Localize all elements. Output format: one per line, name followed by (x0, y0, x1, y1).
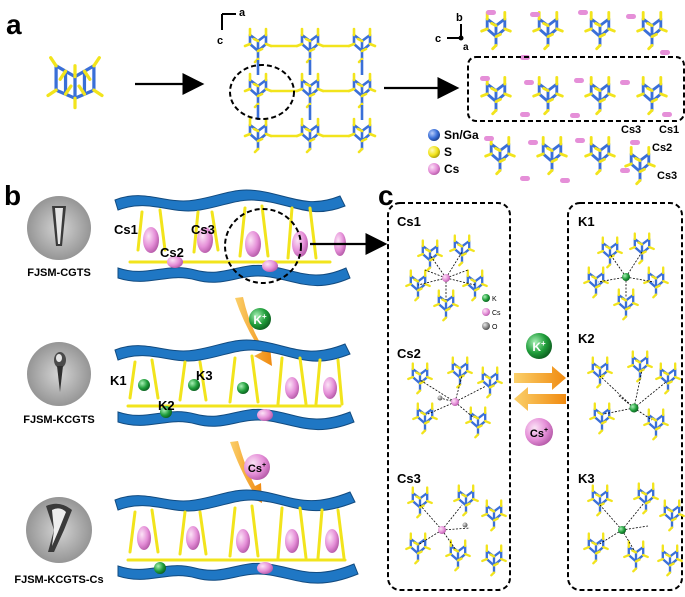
axis-label-a2: a (463, 42, 469, 53)
site-label-cs1: Cs1 (397, 214, 421, 229)
k2-coordination (587, 350, 681, 441)
row1-label-cs3: Cs3 (191, 222, 215, 237)
packing-label-cs1: Cs1 (659, 124, 679, 136)
legend-s: S (444, 145, 452, 159)
row1-label-cs1: Cs1 (114, 222, 138, 237)
k1-coordination (583, 232, 669, 321)
sample-photo-2 (27, 342, 91, 406)
layer-diagram-row1 (114, 189, 351, 287)
row2-label-k2: K2 (158, 398, 175, 413)
axis-label-b: b (456, 12, 463, 24)
ion-k-sphere-b (249, 308, 271, 330)
axis-label-c: c (217, 35, 223, 47)
row1-label-cs2: Cs2 (160, 245, 184, 260)
legend-cs-marker (428, 163, 440, 175)
axis-indicator-cba: c b a (435, 12, 469, 53)
ion-cs-sphere-b (244, 454, 270, 480)
site-label-cs2: Cs2 (397, 346, 421, 361)
highlight-circle-a (229, 64, 295, 120)
cs1-coordination (405, 234, 488, 322)
cs-sites-box (387, 202, 511, 591)
reverse-exchange-arrow (514, 387, 566, 411)
axis-label-a: a (239, 7, 246, 19)
t2-cluster (46, 56, 104, 110)
panel-label-a: a (6, 9, 22, 40)
legend-s-marker (428, 146, 440, 158)
c-legend-cs: Cs (492, 310, 501, 317)
row2-label-k1: K1 (110, 373, 127, 388)
panel-label-b: b (4, 180, 21, 211)
ion-cs-label-b: Cs+ (248, 462, 266, 475)
legend-sn-ga-marker (428, 129, 440, 141)
highlight-circle-b (224, 208, 302, 284)
axis-label-c2: c (435, 33, 441, 45)
ion-cs-label-c: Cs+ (530, 427, 548, 440)
sample-label-3: FJSM-KCGTS-Cs (14, 574, 103, 586)
ion-k-label-b: K+ (253, 312, 267, 327)
k3-coordination (583, 482, 685, 577)
k-sites-box (567, 202, 683, 591)
cs-site-legend: K Cs O (482, 294, 501, 331)
packing-label-cs3a: Cs3 (621, 124, 641, 136)
ion-k-sphere-c (526, 333, 552, 359)
ion-cs-sphere-c (525, 418, 553, 446)
c-legend-o: O (492, 324, 498, 331)
ion-k-label-c: K+ (532, 339, 546, 354)
element-legend: Sn/Ga S Cs (428, 128, 479, 176)
site-label-cs3: Cs3 (397, 471, 421, 486)
sample-photo-3 (26, 497, 92, 563)
c-legend-k: K (492, 296, 497, 303)
site-label-k2: K2 (578, 331, 595, 346)
cs3-coordination (405, 484, 507, 577)
site-label-k3: K3 (578, 471, 595, 486)
layer-diagram-row2 (114, 339, 355, 431)
axis-indicator-ac: a c (217, 7, 246, 47)
packing-label-cs2: Cs2 (652, 142, 672, 154)
legend-cs: Cs (444, 162, 460, 176)
sample-label-1: FJSM-CGTS (27, 267, 91, 279)
exchange-arrow-1 (235, 297, 272, 366)
sample-photo-1 (27, 196, 91, 260)
highlight-box-a (467, 56, 685, 122)
site-label-k1: K1 (578, 214, 595, 229)
packing-label-cs3: Cs3 (657, 170, 677, 182)
legend-sn-ga: Sn/Ga (444, 128, 479, 142)
cs2-coordination (407, 356, 503, 439)
sample-label-2: FJSM-KCGTS (23, 414, 95, 426)
packing-view (480, 10, 672, 186)
layer-framework-view (243, 27, 377, 154)
row2-label-k3: K3 (196, 368, 213, 383)
layer-diagram-row3 (114, 489, 359, 584)
panel-label-c: c (378, 180, 394, 211)
forward-exchange-arrow (514, 366, 566, 390)
